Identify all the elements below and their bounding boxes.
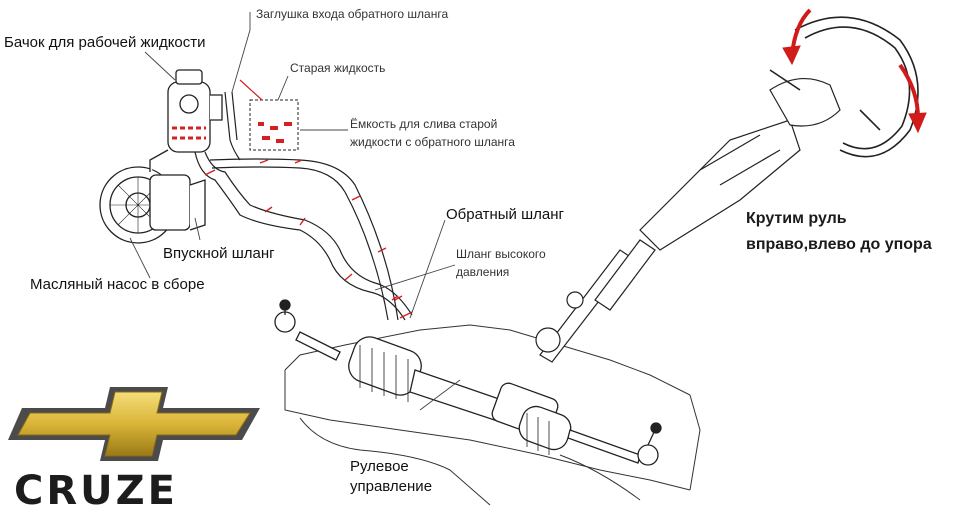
label-pump: Масляный насос в сборе: [30, 276, 205, 293]
hose-red-markers: [205, 160, 412, 318]
drain-container: [240, 80, 298, 150]
cruze-logo-text: CRUZE: [14, 468, 178, 514]
label-steering-1: Рулевое: [350, 458, 409, 475]
label-reservoir: Бачок для рабочей жидкости: [4, 34, 206, 51]
label-drain-container-2: жидкости с обратного шланга: [350, 136, 515, 150]
label-hp-hose-2: давления: [456, 266, 509, 280]
chevrolet-bowtie-logo: [8, 387, 260, 461]
label-old-fluid: Старая жидкость: [290, 62, 385, 76]
reservoir: [150, 70, 222, 172]
label-drain-container-1: Ёмкость для слива старой: [350, 118, 497, 132]
pump-assembly: [100, 167, 205, 243]
label-hp-hose-1: Шланг высокого: [456, 248, 546, 262]
label-return-cap: Заглушка входа обратного шланга: [256, 8, 448, 22]
label-turn-wheel-2: вправо,влево до упора: [746, 236, 932, 254]
label-return-hose: Обратный шланг: [446, 206, 564, 223]
label-turn-wheel-1: Крутим руль: [746, 210, 847, 228]
label-steering-2: управление: [350, 478, 432, 495]
label-intake-hose: Впускной шланг: [163, 245, 275, 262]
